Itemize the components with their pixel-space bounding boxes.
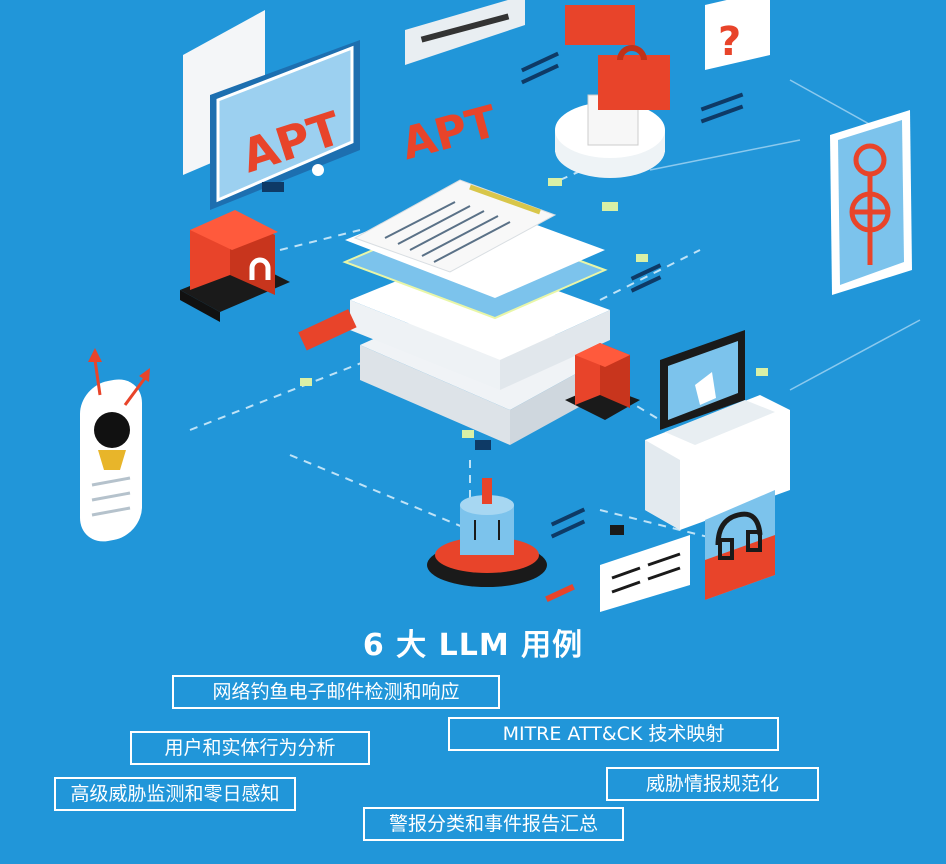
apt-text-center: APT: [396, 96, 502, 170]
apt-sign-left: APT: [183, 10, 360, 210]
use-case-mitre-mapping: MITRE ATT&CK 技术映射: [448, 717, 779, 751]
stripe-marks: [521, 51, 744, 539]
document-stack: [342, 179, 610, 445]
isometric-security-illustration: APT APT ?: [80, 0, 921, 612]
use-case-threat-intel: 威胁情报规范化: [606, 767, 819, 801]
small-chips: [262, 164, 768, 603]
question-card: ?: [705, 0, 770, 70]
use-case-alert-triage: 警报分类和事件报告汇总: [363, 807, 624, 841]
question-mark-text: ?: [718, 19, 741, 65]
code-strip-panel: [405, 0, 525, 65]
code-card: [600, 535, 690, 612]
red-bag-card: [705, 490, 775, 600]
page-title: 6 大 LLM 用例: [362, 628, 584, 663]
symbol-card-right: [830, 110, 912, 295]
laptop-device: [645, 330, 790, 530]
use-case-zero-day: 高级威胁监测和零日感知: [54, 777, 296, 811]
beacon-device: [427, 478, 547, 587]
use-case-phishing: 网络钓鱼电子邮件检测和响应: [172, 675, 500, 709]
id-phone: [80, 348, 150, 542]
red-cube-left: [180, 210, 290, 322]
lock-server-pedestal: [555, 5, 670, 178]
use-case-ueba: 用户和实体行为分析: [130, 731, 370, 765]
red-box-mid: [565, 343, 640, 420]
